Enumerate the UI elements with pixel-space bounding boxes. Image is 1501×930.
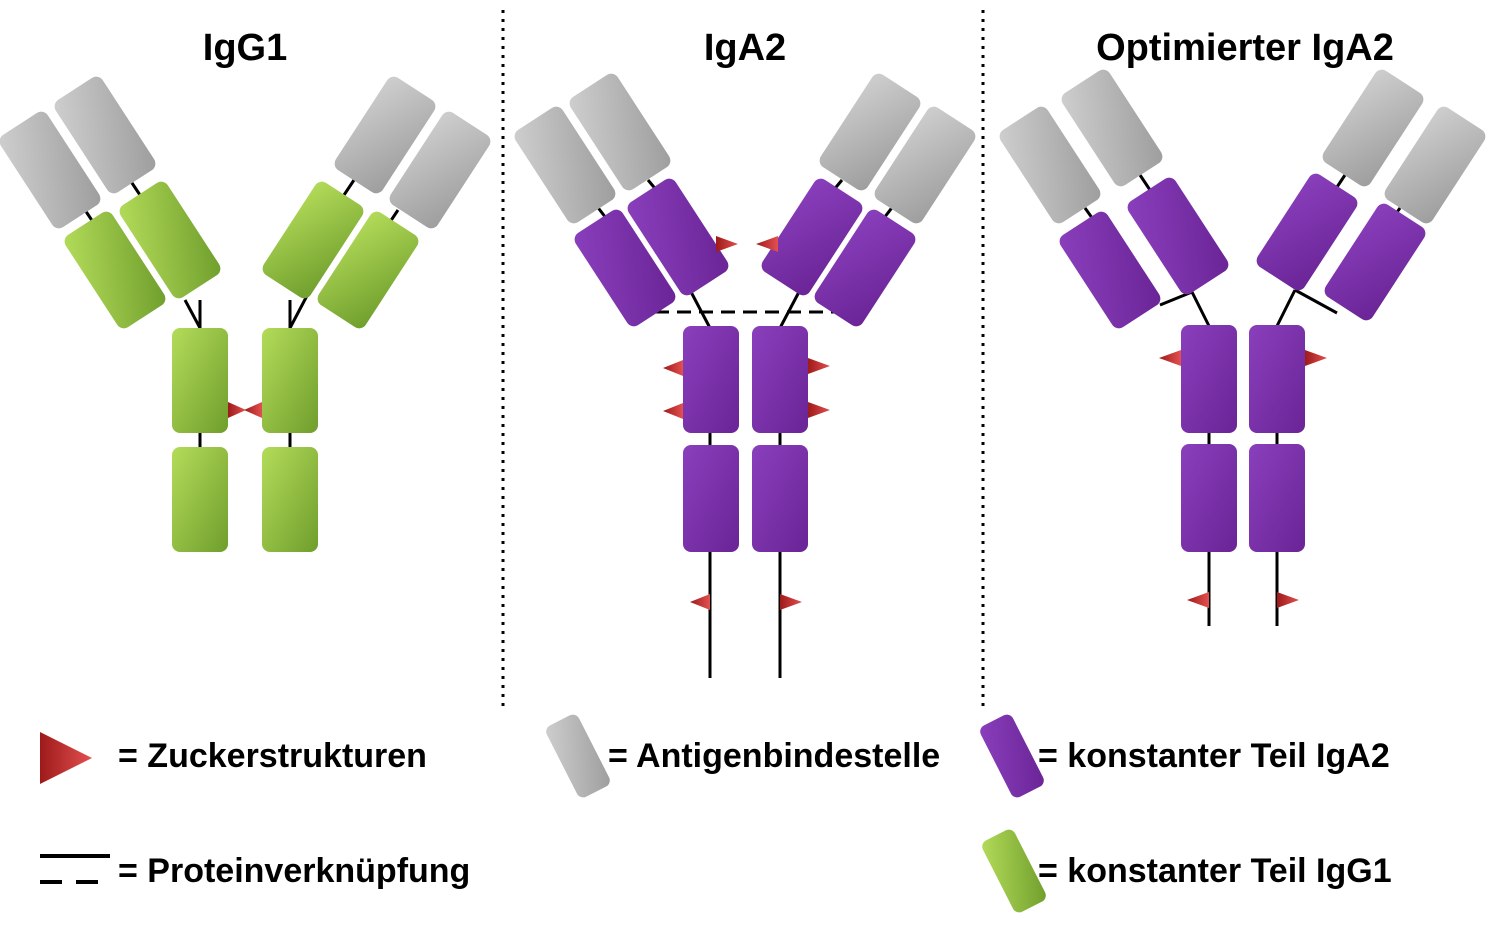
optimized-iga2-sugar [1187,592,1209,608]
igg1-sugar [244,402,262,418]
antibody-iga2 [514,73,976,678]
igg1-constant-domain [64,211,166,329]
igg1-antigen-site [54,76,156,194]
optimized-iga2-sugar [1277,592,1299,608]
optimized-iga2-constant-domain [1249,325,1305,433]
iga2-sugar [716,236,738,252]
legend-igg1-constant-icon [982,829,1046,913]
iga2-constant-domain [752,445,808,552]
antibody-optimized-iga2 [999,69,1486,626]
optimized-iga2-sugar [1159,350,1181,366]
legend-antigen-label: = Antigenbindestelle [608,737,940,775]
optimized-iga2-constant-domain [1059,211,1161,329]
optimized-iga2-constant-domain [1324,203,1426,321]
optimized-iga2-constant-domain [1181,444,1237,552]
iga2-antigen-site [514,106,616,224]
iga2-sugar [808,358,830,374]
iga2-constant-domain [627,178,729,296]
igg1-antigen-site [0,111,101,229]
legend-linkage-label: = Proteinverknüpfung [118,852,470,890]
igg1-constant-domain [172,328,228,433]
igg1-constant-domain [262,181,364,299]
iga2-sugar [780,594,802,610]
iga2-constant-domain [752,326,808,433]
legend-iga2-constant-label: = konstanter Teil IgA2 [1038,737,1390,775]
iga2-sugar [690,594,710,610]
iga2-sugar [756,236,778,252]
optimized-iga2-antigen-site [1384,106,1486,224]
iga2-constant-domain [814,209,916,327]
igg1-constant-domain [262,447,318,552]
optimized-iga2-sugar [1305,350,1327,366]
igg1-constant-domain [119,181,221,299]
optimized-iga2-constant-domain [1249,444,1305,552]
optimized-iga2-constant-domain [1181,325,1237,433]
iga2-constant-domain [761,178,863,296]
iga2-sugar [808,402,830,418]
legend-sugar-icon [40,732,92,784]
iga2-antigen-site [569,73,671,191]
legend-sugar-label: = Zuckerstrukturen [118,737,427,775]
iga2-antigen-site [819,73,921,191]
panel-title-optimized-iga2: Optimierter IgA2 [1096,27,1394,69]
igg1-sugar [228,402,246,418]
optimized-iga2-antigen-site [1061,69,1163,187]
legend-igg1-constant-label: = konstanter Teil IgG1 [1038,852,1392,890]
iga2-antigen-site [874,106,976,224]
optimized-iga2-constant-domain [1127,177,1229,295]
igg1-constant-domain [172,447,228,552]
legend-antigen-icon [546,714,610,798]
iga2-constant-domain [683,445,739,552]
legend-iga2-constant-icon [980,714,1044,798]
iga2-sugar [663,360,683,376]
legend: = Zuckerstrukturen = Antigenbindestelle … [40,714,1392,913]
panel-title-igg1: IgG1 [203,27,287,69]
optimized-iga2-antigen-site [1322,69,1424,187]
antibody-igg1 [0,76,491,552]
igg1-constant-domain [262,328,318,433]
iga2-constant-domain [683,326,739,433]
iga2-sugar [663,403,683,419]
igg1-antigen-site [389,111,491,229]
iga2-constant-domain [574,209,676,327]
optimized-iga2-constant-domain [1256,173,1358,291]
optimized-iga2-antigen-site [999,106,1101,224]
igg1-constant-domain [317,211,419,329]
igg1-antigen-site [334,76,436,194]
panel-title-iga2: IgA2 [704,27,786,69]
